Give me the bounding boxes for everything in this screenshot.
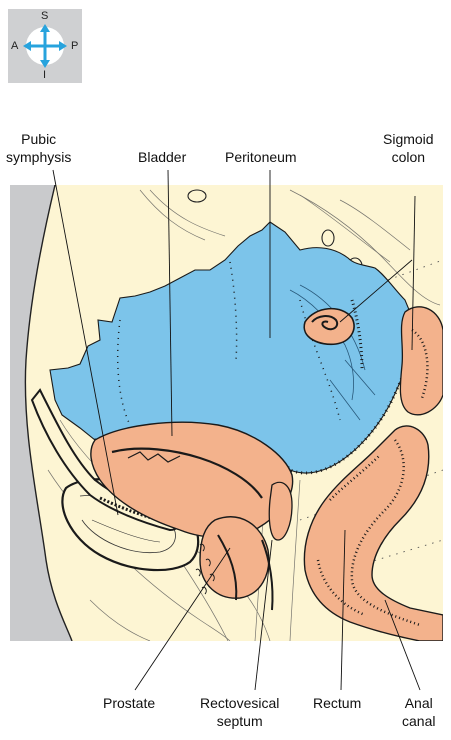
label-sigmoid-colon-line1: Sigmoid [383,130,434,148]
label-bladder: Bladder [138,148,186,166]
label-anal-canal-line1: Anal [402,694,435,712]
label-sigmoid-colon: Sigmoid colon [383,130,434,166]
sigmoid-colon-descending [400,307,443,415]
label-sigmoid-colon-line2: colon [383,148,434,166]
sigmoid-colon-section [304,309,354,345]
label-rectum: Rectum [313,694,361,712]
label-pubic-symphysis-line2: symphysis [6,148,71,166]
label-rectovesical-line1: Rectovesical [200,694,279,712]
label-rectovesical-line2: septum [200,712,279,730]
label-anal-canal: Anal canal [402,694,435,730]
label-anal-canal-line2: canal [402,712,435,730]
label-prostate: Prostate [103,694,155,712]
label-rectovesical-septum: Rectovesical septum [200,694,279,730]
label-peritoneum: Peritoneum [225,148,297,166]
label-pubic-symphysis: Pubic symphysis [6,130,71,166]
label-pubic-symphysis-line1: Pubic [6,130,71,148]
